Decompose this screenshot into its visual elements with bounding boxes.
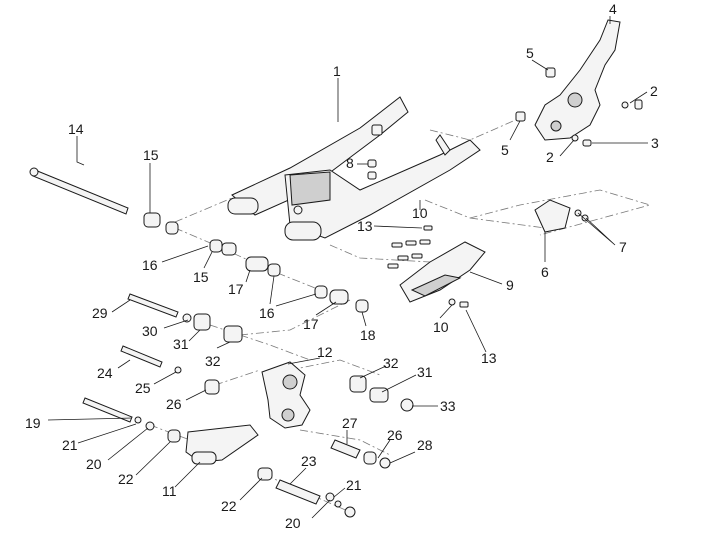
callout-16a: 16 — [142, 257, 158, 273]
callout-32a: 32 — [205, 353, 221, 369]
callout-31a: 31 — [173, 336, 189, 352]
guard-screws — [571, 99, 643, 147]
leader-lines — [47, 16, 648, 519]
callout-5b: 5 — [501, 142, 509, 158]
callout-17b: 17 — [303, 316, 319, 332]
callout-15b: 15 — [193, 269, 209, 285]
callout-13a: 13 — [357, 218, 373, 234]
callout-25: 25 — [135, 380, 151, 396]
callout-13b: 13 — [481, 350, 497, 366]
callout-6: 6 — [541, 264, 549, 280]
lower-pin-bottom — [257, 467, 356, 518]
callout-2a: 2 — [650, 83, 658, 99]
callout-31b: 31 — [417, 364, 433, 380]
callout-23: 23 — [301, 453, 317, 469]
callout-26a: 26 — [166, 396, 182, 412]
callout-14: 14 — [68, 121, 84, 137]
chain-slider-block — [534, 199, 589, 233]
callout-18: 18 — [360, 327, 376, 343]
callout-21b: 21 — [346, 477, 362, 493]
callout-8: 8 — [346, 155, 354, 171]
chain-slider — [399, 241, 486, 303]
callout-33: 33 — [440, 398, 456, 414]
callout-11: 11 — [162, 483, 177, 499]
swingarm-nuts — [367, 159, 377, 180]
callout-1: 1 — [333, 63, 341, 79]
callout-26b: 26 — [387, 427, 403, 443]
callout-16b: 16 — [259, 305, 275, 321]
callout-17a: 17 — [228, 281, 244, 297]
callout-27: 27 — [342, 415, 358, 431]
callout-10b: 10 — [433, 319, 449, 335]
callout-28: 28 — [417, 437, 433, 453]
callout-22b: 22 — [221, 498, 237, 514]
callout-32b: 32 — [383, 355, 399, 371]
callout-5a: 5 — [526, 45, 534, 61]
linkage-pin-middle — [120, 345, 220, 395]
callout-4: 4 — [609, 1, 617, 17]
callout-9: 9 — [506, 277, 514, 293]
callout-15a: 15 — [143, 147, 159, 163]
callout-2b: 2 — [546, 149, 554, 165]
chain-slider-screws — [387, 225, 469, 308]
rocker-bushings-right — [349, 375, 414, 412]
chain-guard — [534, 19, 621, 141]
linkage-pin-upper — [127, 293, 243, 343]
callout-7: 7 — [619, 239, 627, 255]
callout-19: 19 — [25, 415, 41, 431]
callout-10a: 10 — [412, 205, 428, 221]
dogbone-assembly — [82, 397, 259, 465]
callout-29: 29 — [92, 305, 108, 321]
swingarm — [227, 96, 481, 241]
swingarm-pivot-axle — [29, 167, 129, 215]
lower-pin-right — [330, 439, 391, 469]
rocker-link — [261, 361, 311, 429]
callout-20a: 20 — [86, 456, 102, 472]
callout-12: 12 — [317, 344, 333, 360]
bushings-upper-left — [143, 212, 281, 277]
callout-20b: 20 — [285, 515, 301, 531]
callout-24: 24 — [97, 365, 113, 381]
callout-22a: 22 — [118, 471, 134, 487]
callout-labels: 1 2 2 3 4 5 5 6 7 8 9 10 10 11 12 13 13 … — [25, 1, 659, 531]
callout-3: 3 — [651, 135, 659, 151]
callout-30: 30 — [142, 323, 158, 339]
callout-21a: 21 — [62, 437, 78, 453]
bushings-center — [314, 285, 369, 313]
clips — [515, 67, 556, 122]
